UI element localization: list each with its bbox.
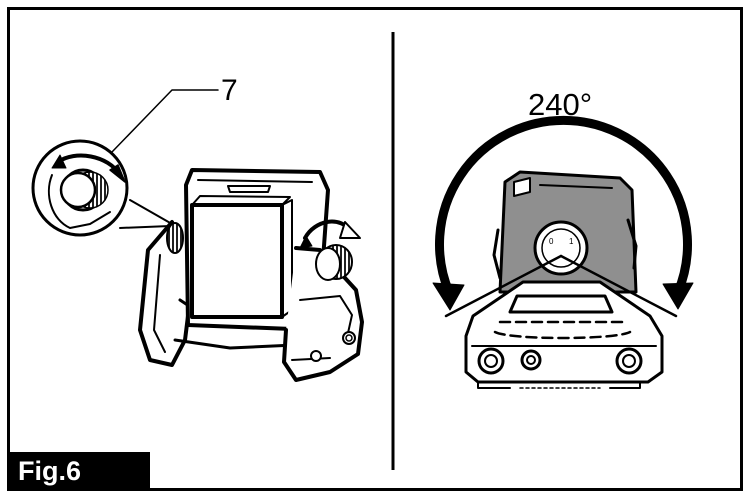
- arc-arrowhead-left: [432, 282, 465, 311]
- magnifier-pointer: [119, 199, 173, 229]
- rotation-arc: [435, 115, 692, 297]
- svg-text:1: 1: [569, 237, 574, 246]
- callout-number: 7: [221, 74, 238, 107]
- left-panel-illustration: [31, 89, 364, 382]
- right-panel-illustration: 0 1: [432, 115, 694, 389]
- arc-arrowhead-right: [662, 282, 694, 310]
- rotation-angle-label: 240°: [528, 87, 593, 122]
- angle-line-left: [444, 254, 563, 318]
- light-lens: [190, 203, 284, 319]
- svg-text:0: 0: [549, 237, 554, 246]
- figure-border: [7, 7, 743, 491]
- angle-line-right: [559, 254, 678, 318]
- figure-label: Fig.6: [9, 452, 150, 491]
